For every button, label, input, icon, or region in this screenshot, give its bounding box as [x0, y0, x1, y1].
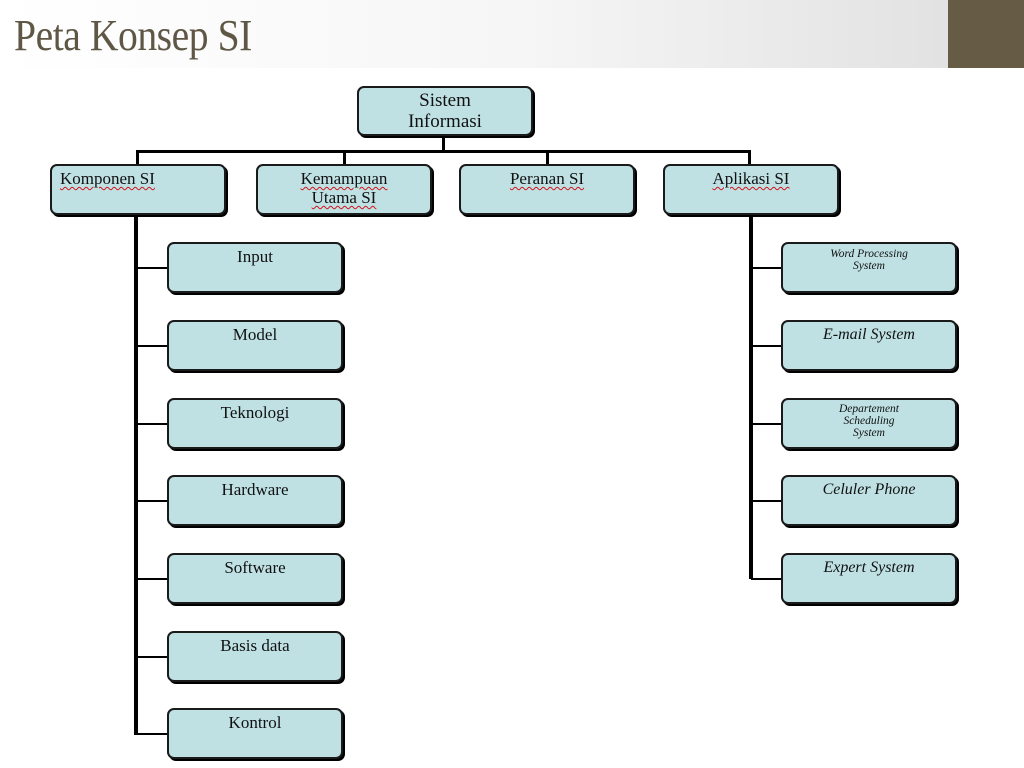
- node-peranan-si-label: Peranan SI: [509, 169, 585, 188]
- aplikasi-tick-scheduling: [751, 423, 782, 425]
- aplikasi-tick-celuler: [751, 500, 782, 502]
- node-kemampuan-utama-si: Kemampuan Utama SI: [256, 164, 432, 215]
- connector-to-kemampuan: [343, 150, 346, 166]
- komponen-tick-input: [136, 267, 167, 269]
- connector-to-komponen: [136, 150, 139, 166]
- aplikasi-spine: [749, 214, 753, 579]
- aplikasi-tick-email: [751, 345, 782, 347]
- node-komponen-si-label: Komponen SI: [60, 169, 155, 188]
- aplikasi-tick-word: [751, 267, 782, 269]
- komponen-spine: [134, 214, 138, 735]
- node-software: Software: [167, 553, 343, 604]
- node-celuler-phone: Celuler Phone: [781, 475, 957, 526]
- komponen-tick-model: [136, 345, 167, 347]
- title-bar: Peta Konsep SI: [0, 0, 948, 68]
- connector-horizontal-bus: [136, 150, 751, 153]
- connector-root-down: [442, 135, 445, 152]
- node-word-processing-system: Word Processing System: [781, 242, 957, 293]
- komponen-tick-kontrol: [136, 733, 167, 735]
- node-hardware: Hardware: [167, 475, 343, 526]
- node-aplikasi-si-label: Aplikasi SI: [712, 169, 790, 188]
- komponen-tick-software: [136, 578, 167, 580]
- node-expert-system: Expert System: [781, 553, 957, 604]
- node-aplikasi-si: Aplikasi SI: [663, 164, 839, 215]
- node-kemampuan-utama-si-label: Kemampuan Utama SI: [300, 169, 388, 207]
- aplikasi-tick-expert: [751, 578, 782, 580]
- node-departement-scheduling-system: Departement Scheduling System: [781, 398, 957, 449]
- node-sistem-informasi: Sistem Informasi: [357, 86, 533, 136]
- node-komponen-si: Komponen SI: [50, 164, 226, 215]
- node-input: Input: [167, 242, 343, 293]
- node-basis-data: Basis data: [167, 631, 343, 682]
- connector-to-peranan: [546, 150, 549, 166]
- komponen-tick-hardware: [136, 500, 167, 502]
- komponen-tick-teknologi: [136, 423, 167, 425]
- connector-to-aplikasi: [748, 150, 751, 166]
- node-peranan-si: Peranan SI: [459, 164, 635, 215]
- node-model: Model: [167, 320, 343, 371]
- accent-corner-block: [948, 0, 1024, 68]
- komponen-tick-basis-data: [136, 656, 167, 658]
- slide-title: Peta Konsep SI: [14, 11, 252, 60]
- node-teknologi: Teknologi: [167, 398, 343, 449]
- node-kontrol: Kontrol: [167, 708, 343, 759]
- node-email-system: E-mail System: [781, 320, 957, 371]
